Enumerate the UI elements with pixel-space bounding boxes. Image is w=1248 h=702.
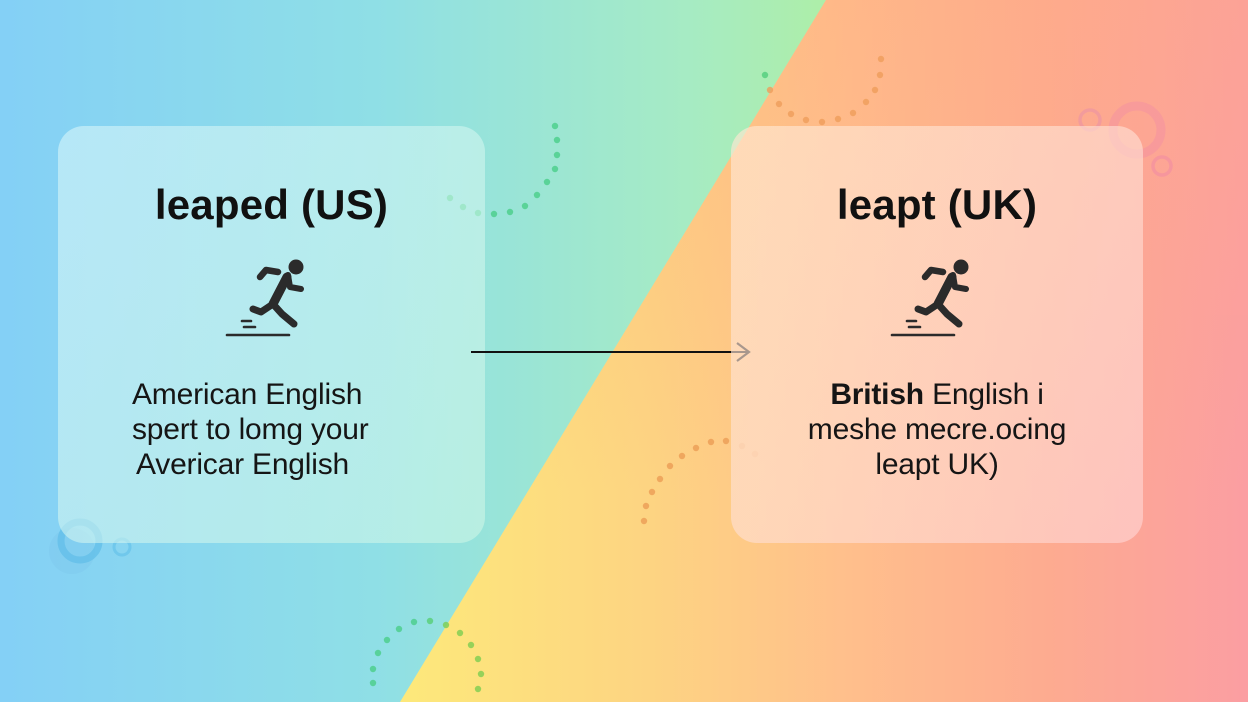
description-line: meshe mecre.ocing [807,413,1067,446]
description-line: Avericar English [136,448,350,481]
card-description-us: American English spert to lomg your Aver… [132,377,369,482]
card-title-us: leaped (US) [154,181,389,228]
description-bold-word: British [830,378,924,411]
arrow-right-icon [471,342,751,362]
description-line: British English i [808,377,1066,412]
running-person-icon [225,259,304,337]
description-line: leapt UK) [875,448,999,481]
running-person-icon [890,259,969,337]
description-line: spert to lomg your [132,413,369,446]
description-text: English i [923,378,1044,411]
description-line: American English [132,378,363,411]
card-title-uk: leapt (UK) [836,181,1038,228]
card-description-uk: British English i meshe mecre.ocing leap… [807,377,1067,482]
card-us: leaped (US) American English spert to lo… [58,126,485,543]
card-uk: leapt (UK) British English i meshe mecre… [731,126,1143,543]
